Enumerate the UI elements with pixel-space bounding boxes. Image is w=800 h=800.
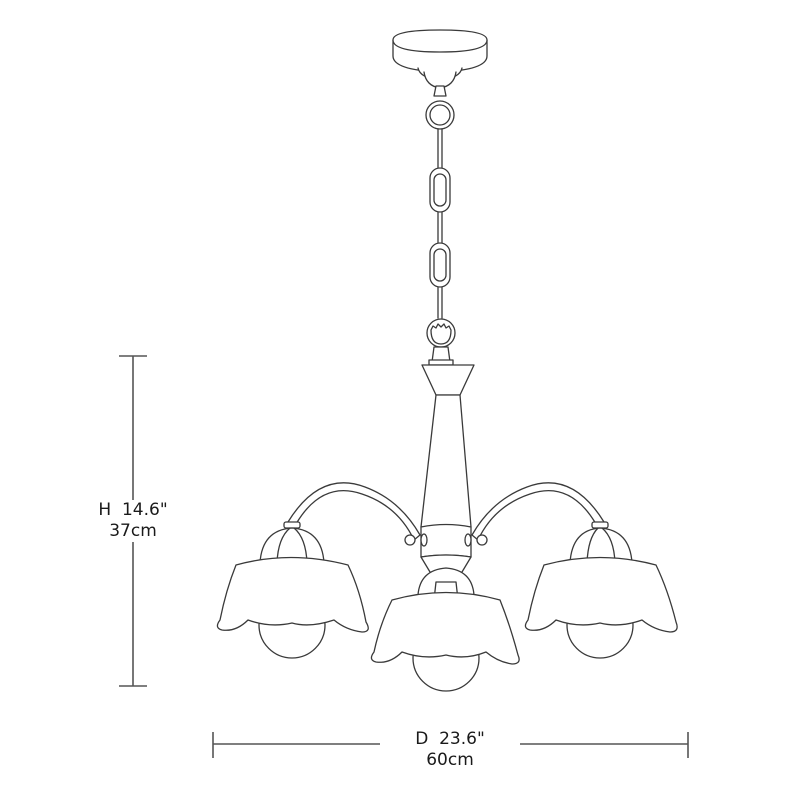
left-arm: [283, 482, 428, 547]
width-label: D 23.6" 60cm: [380, 729, 520, 771]
width-imperial: D 23.6": [380, 729, 520, 750]
left-lamp: [216, 527, 369, 659]
height-cm: 37cm: [109, 521, 157, 541]
center-lamp: [370, 567, 520, 692]
height-inches: 14.6": [121, 500, 168, 520]
height-imperial: H 14.6": [70, 500, 196, 521]
center-column: [420, 364, 475, 583]
chain: [429, 128, 451, 319]
width-prefix: D: [415, 729, 429, 749]
ceiling-canopy: [392, 29, 488, 97]
right-lamp: [524, 527, 678, 659]
width-inches: 23.6": [439, 729, 485, 749]
lower-ring: [426, 318, 456, 366]
height-prefix: H: [98, 500, 112, 520]
top-ring: [425, 100, 455, 130]
right-arm: [464, 482, 609, 547]
width-cm: 60cm: [426, 750, 474, 770]
height-label: H 14.6" 37cm: [70, 500, 196, 542]
